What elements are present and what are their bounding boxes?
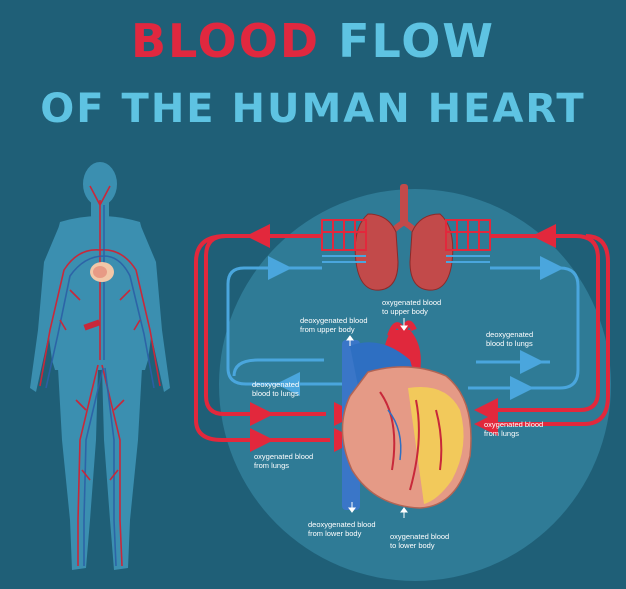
body-vessels [39,185,161,567]
heart-illustration [341,320,472,510]
label-line: blood to lungs [252,389,299,398]
label-line: to lower body [390,541,435,550]
title-word-flow: FLOW [338,14,496,68]
label-line: oxygenated blood [390,532,450,541]
label-oxygenated-to-lower-body: oxygenated blood to lower body [390,532,449,550]
label-line: deoxygenated blood [300,316,368,325]
body-kidney-vessel [83,319,101,331]
label-line: deoxygenated [486,330,534,339]
label-line: oxygenated blood [382,298,442,307]
label-pointers [346,318,408,518]
label-oxygenated-from-lungs-right: oxygenated blood from lungs [484,420,543,438]
label-line: oxygenated blood [484,420,544,429]
label-line: to upper body [382,307,428,316]
label-deoxygenated-to-lungs-left: deoxygenated blood to lungs [252,380,299,398]
label-line: from lungs [484,429,520,438]
page-subtitle: OF THE HUMAN HEART [40,86,586,132]
title-word-blood: BLOOD [130,14,321,68]
label-line: deoxygenated [252,380,300,389]
label-line: oxygenated blood [254,452,314,461]
label-deoxygenated-from-upper-body: deoxygenated blood from upper body [300,316,368,334]
label-line: blood to lungs [486,339,533,348]
label-line: deoxygenated blood [308,520,376,529]
label-line: from upper body [300,325,355,334]
label-oxygenated-from-lungs-left: oxygenated blood from lungs [254,452,313,470]
label-deoxygenated-to-lungs-right: deoxygenated blood to lungs [486,330,533,348]
lung-capillaries-blue [322,255,490,263]
lungs-illustration [354,184,454,291]
label-oxygenated-to-upper-body: oxygenated blood to upper body [382,298,441,316]
label-deoxygenated-from-lower-body: deoxygenated blood from lower body [308,520,376,538]
oxygenated-circuit [194,234,610,442]
page-title: BLOOD FLOW [0,14,626,68]
label-line: from lungs [254,461,290,470]
deoxygenated-arrows [268,256,564,400]
label-line: from lower body [308,529,362,538]
body-heart [90,262,114,282]
